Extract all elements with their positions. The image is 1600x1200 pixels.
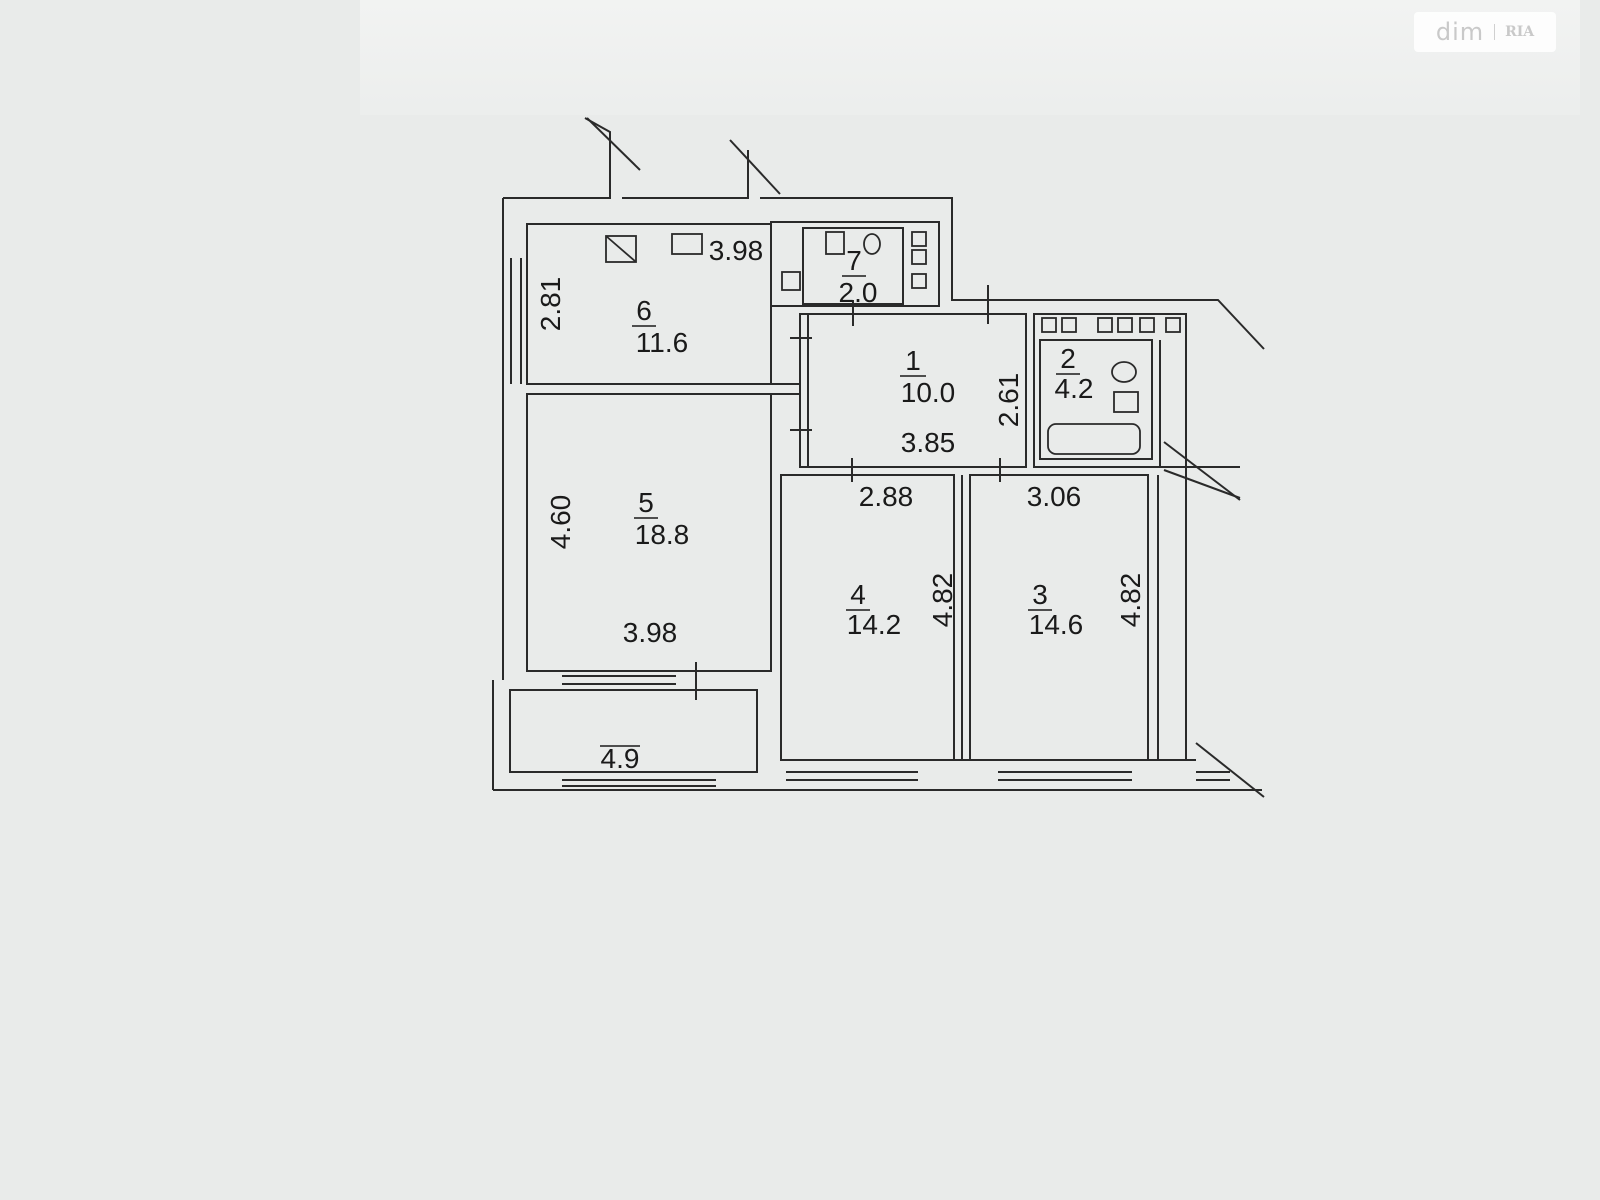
bath-sink-icon xyxy=(1113,391,1139,413)
room-6-area: 11.6 xyxy=(636,327,688,358)
room-6-number: 6 xyxy=(636,295,652,326)
sink-icon xyxy=(671,233,703,255)
dim-room4-width: 2.88 xyxy=(859,481,914,512)
balcony-area: 4.9 xyxy=(601,743,640,774)
walls xyxy=(492,117,1265,798)
stove-icon xyxy=(605,235,637,263)
watermark-brand: dim xyxy=(1435,18,1485,46)
dim-room6-height: 2.81 xyxy=(535,277,566,332)
room-2-area: 4.2 xyxy=(1055,373,1094,404)
dim-room3-height: 4.82 xyxy=(1115,573,1146,628)
dim-room1-height: 2.61 xyxy=(993,373,1024,428)
dim-room6-width: 3.98 xyxy=(709,235,764,266)
dim-room4-height: 4.82 xyxy=(927,573,958,628)
bathtub-icon xyxy=(1047,423,1141,455)
dim-room3-width: 3.06 xyxy=(1027,481,1082,512)
room-4-number: 4 xyxy=(850,579,866,610)
dimria-watermark: dim RIA xyxy=(1414,12,1556,52)
room-5-area: 18.8 xyxy=(635,519,690,550)
wc-sink-icon xyxy=(825,231,845,255)
dimension-labels: 3.98 2.81 2.61 3.85 4.60 3.98 2.88 4.82 … xyxy=(535,235,1146,648)
room-1-area: 10.0 xyxy=(901,377,956,408)
room-2-number: 2 xyxy=(1060,343,1076,374)
room-5-number: 5 xyxy=(638,487,654,518)
dim-room5-width: 3.98 xyxy=(623,617,678,648)
bath-toilet-icon xyxy=(1111,361,1137,383)
dim-room5-height: 4.60 xyxy=(545,495,576,550)
dim-room1-width: 3.85 xyxy=(901,427,956,458)
watermark-brand-sub: RIA xyxy=(1494,24,1534,40)
room-1-number: 1 xyxy=(905,345,921,376)
toilet-icon xyxy=(863,233,881,255)
fixtures xyxy=(605,231,1181,455)
room-7-number: 7 xyxy=(846,245,862,276)
room-3-number: 3 xyxy=(1032,579,1048,610)
room-7-area: 2.0 xyxy=(839,277,878,308)
blurred-header-band xyxy=(360,0,1580,115)
room-4-area: 14.2 xyxy=(847,609,902,640)
room-3-area: 14.6 xyxy=(1029,609,1084,640)
room-labels: 6 11.6 7 2.0 1 10.0 2 4.2 5 18.8 4 14.2 … xyxy=(600,245,1093,774)
